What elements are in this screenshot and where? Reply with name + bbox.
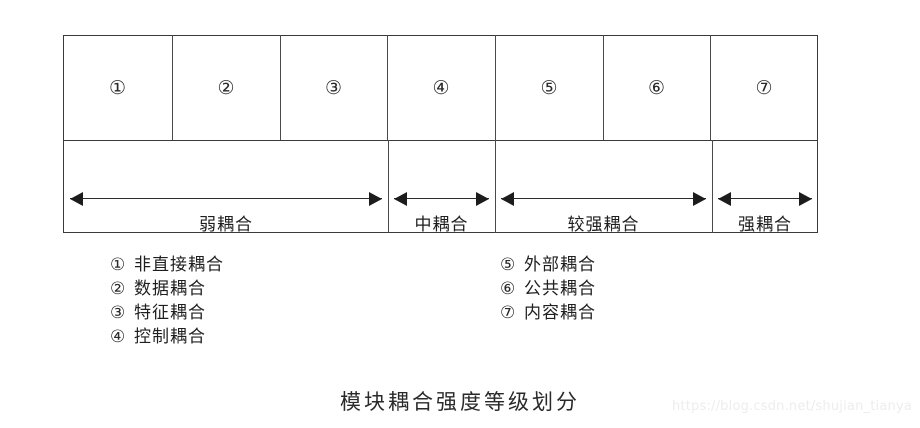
segment-arrow-line: [394, 198, 489, 199]
legend-marker: ②: [110, 279, 126, 299]
segment-4: 强耦合: [718, 190, 812, 235]
arrow-right-icon: [369, 191, 382, 206]
segment-1: 弱耦合: [70, 190, 382, 235]
diagram-caption: 模块耦合强度等级划分: [340, 390, 580, 414]
legend-label: 特征耦合: [134, 303, 206, 323]
cell-divider-top-1: [172, 35, 173, 140]
segment-divider-3: [712, 140, 713, 233]
cell-divider-top-2: [280, 35, 281, 140]
arrow-right-icon: [693, 191, 706, 206]
arrow-right-icon: [476, 191, 489, 206]
arrow-right-icon: [799, 191, 812, 206]
segment-label: 较强耦合: [567, 215, 640, 235]
legend-left-item: ③ 特征耦合: [110, 301, 224, 325]
diagram-row-divider: [63, 140, 818, 141]
segment-arrow-line: [70, 198, 382, 199]
coupling-cell-7: ⑦: [755, 77, 773, 99]
legend-label: 控制耦合: [134, 327, 206, 347]
legend-marker: ⑦: [500, 303, 516, 323]
coupling-cell-6: ⑥: [647, 77, 666, 99]
legend-label: 数据耦合: [134, 279, 206, 299]
arrow-left-icon: [501, 191, 514, 206]
watermark-text: https://blog.csdn.net/shujian_tianya: [671, 399, 912, 414]
legend-label: 公共耦合: [524, 279, 596, 299]
segment-label: 强耦合: [738, 215, 792, 235]
segment-arrow-line: [501, 198, 706, 199]
segment-label: 弱耦合: [199, 215, 253, 235]
legend-left-item: ② 数据耦合: [110, 277, 224, 301]
legend-right-item: ⑤ 外部耦合: [500, 253, 596, 277]
arrow-left-icon: [718, 191, 731, 206]
legend-label: 内容耦合: [524, 303, 596, 323]
legend-label: 外部耦合: [524, 255, 596, 275]
arrow-left-icon: [394, 191, 407, 206]
legend-left-column: ① 非直接耦合 ② 数据耦合 ③ 特征耦合 ④ 控制耦合: [110, 253, 224, 349]
legend-marker: ⑥: [500, 279, 516, 299]
cell-divider-top-3: [387, 35, 388, 140]
segment-3: 较强耦合: [501, 190, 706, 235]
diagram-outer-frame: [63, 35, 818, 233]
arrow-left-icon: [70, 191, 83, 206]
coupling-cell-2: ②: [217, 77, 235, 99]
legend-marker: ⑤: [500, 255, 516, 275]
cell-divider-top-4: [495, 35, 496, 140]
legend-marker: ①: [110, 255, 126, 275]
coupling-cell-4: ④: [432, 77, 450, 99]
legend-left-item: ① 非直接耦合: [110, 253, 224, 277]
coupling-cell-3: ③: [324, 77, 343, 99]
coupling-cell-5: ⑤: [540, 77, 558, 99]
coupling-cell-1: ①: [108, 77, 127, 99]
segment-label: 中耦合: [414, 215, 469, 235]
legend-marker: ③: [110, 303, 126, 323]
legend-left-item: ④ 控制耦合: [110, 325, 224, 349]
segment-arrow-line: [718, 198, 812, 199]
legend-right-item: ⑦ 内容耦合: [500, 301, 596, 325]
segment-2: 中耦合: [394, 190, 489, 235]
legend-label: 非直接耦合: [134, 255, 224, 275]
legend-right-column: ⑤ 外部耦合 ⑥ 公共耦合 ⑦ 内容耦合: [500, 253, 596, 325]
segment-divider-1: [388, 140, 389, 233]
cell-divider-top-5: [603, 35, 604, 140]
legend-marker: ④: [110, 327, 126, 347]
segment-divider-2: [495, 140, 496, 233]
cell-divider-top-6: [710, 35, 711, 140]
legend-right-item: ⑥ 公共耦合: [500, 277, 596, 301]
